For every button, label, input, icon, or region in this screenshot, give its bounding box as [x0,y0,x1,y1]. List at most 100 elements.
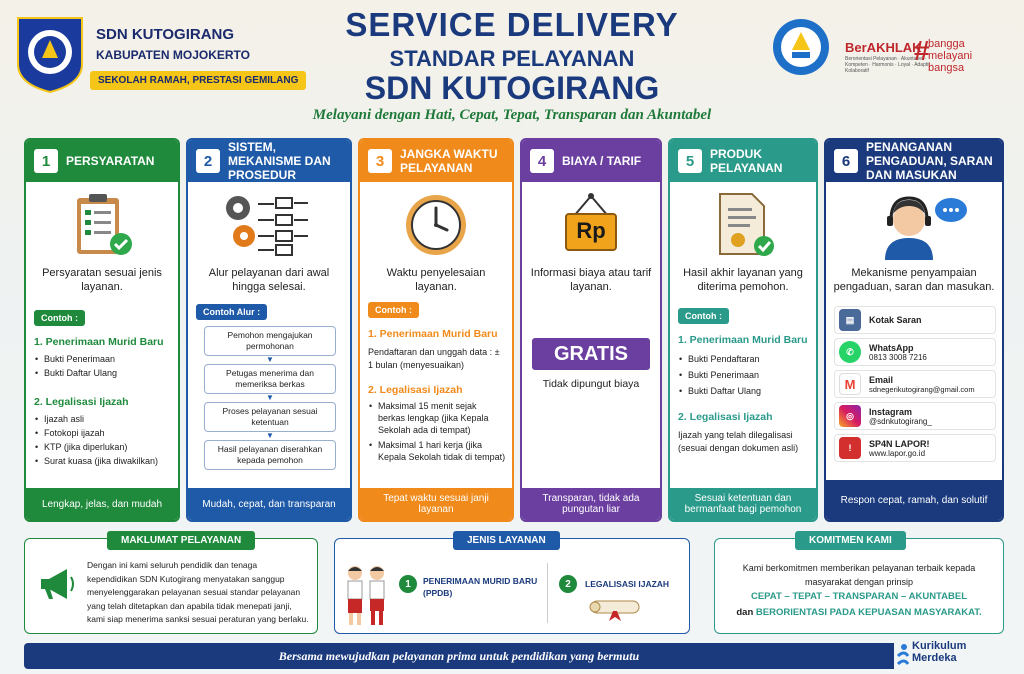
komitmen-text: Kami berkomitmen memberikan pelayanan te… [742,563,976,587]
arrow-down-icon: ▼ [266,431,274,440]
list-item: Maksimal 15 menit sejak berkas lengkap (… [368,400,506,436]
customer-service-icon [885,196,967,260]
list-item: Fotokopi ijazah [34,426,172,440]
diploma-scroll-icon [589,600,640,621]
card-jangka-waktu: 3 JANGKA WAKTU PELAYANAN Waktu penyelesa… [358,138,514,522]
card-persyaratan: 1 PERSYARATAN Persyaratan sesuai jenis l… [24,138,180,522]
title-line2: STANDAR PELAYANAN [389,46,635,71]
school-motto: SEKOLAH RAMAH, PRESTASI GEMILANG [90,71,307,90]
list-item: Ijazah asli [34,412,172,426]
card-body: Contoh : 1. Penerimaan Murid Baru Bukti … [34,308,172,468]
card-footer: Mudah, cepat, dan transparan [188,488,350,520]
card-sistem: 2 SISTEM, MEKANISME DAN PROSEDUR Alur pe… [186,138,352,522]
rp-sign-icon [565,193,617,251]
maklumat-panel: MAKLUMAT PELAYANAN Dengan ini kami selur… [24,531,318,634]
school-logo-icon [17,17,83,94]
card-header: 3 JANGKA WAKTU PELAYANAN [360,140,512,182]
maklumat-title: MAKLUMAT PELAYANAN [107,531,256,550]
bangga-melayani-logo: # bangga melayani bangsa [914,35,973,75]
school-regency: KABUPATEN MOJOKERTO [96,48,251,62]
list-item: Bukti Pendaftaran [678,351,810,367]
gratis-badge: GRATIS [532,338,650,370]
lapor-icon: ! [839,437,861,459]
card-body: Contoh Alur : Pemohon mengajukan permoho… [196,302,342,470]
card-pengaduan: 6 PENANGANAN PENGADUAN, SARAN DAN MASUKA… [824,138,1004,522]
list-item: KTP (jika diperlukan) [34,440,172,454]
clock-icon [406,195,466,255]
card-desc: Informasi biaya atau tarif layanan. [530,267,652,293]
komitmen-values: CEPAT – TEPAT – TRANSPARAN – AKUNTABEL [750,591,968,602]
list-item: Bukti Daftar Ulang [678,383,810,399]
channel-instagram[interactable]: ◎ Instagram@sdnkutogirang_ [834,402,996,430]
jenis-layanan-panel: JENIS LAYANAN 1 PENERIMAAN MURID BARU (P… [334,531,690,634]
certificate-icon [719,193,774,256]
card-desc: Alur pelayanan dari awal hingga selesai. [208,267,330,293]
kurikulum-merdeka-logo: Kurikulum Merdeka [912,640,967,664]
jenis-num-2: 2 [559,575,577,593]
card-biaya: 4 BIAYA / TARIF Rp Informasi biaya atau … [520,138,662,522]
flow-step: Proses pelayanan sesuai ketentuan [204,402,336,432]
gears-flow-icon [226,196,308,256]
rp-sign-label: Rp [576,218,606,243]
tagline: Melayani dengan Hati, Cepat, Tepat, Tran… [312,107,712,123]
maklumat-text: Dengan ini kami seluruh pendidik dan ten… [87,560,309,624]
whatsapp-icon: ✆ [839,341,861,363]
card-footer: Transparan, tidak ada pungutan liar [522,488,660,520]
arrow-down-icon: ▼ [266,355,274,364]
channel-kotak-saran: ▤ Kotak Saran [834,306,996,334]
flow-steps: Pemohon mengajukan permohonan ▼ Petugas … [204,326,336,470]
card-body: Contoh : 1. Penerimaan Murid Baru Bukti … [678,306,810,455]
gmail-icon: M [839,373,861,395]
suggestion-box-icon: ▤ [839,309,861,331]
list-item: Bukti Penerimaan [34,352,172,366]
school-name: SDN KUTOGIRANG [96,26,235,43]
card-desc: Mekanisme penyampaian pengaduan, saran d… [833,267,995,293]
jenis-label-1: PENERIMAAN MURID BARU (PPDB) [423,576,538,598]
channel-lapor[interactable]: ! SP4N LAPOR!www.lapor.go.id [834,434,996,462]
card-header: 2 SISTEM, MEKANISME DAN PROSEDUR [188,140,350,182]
jenis-num-1: 1 [399,575,417,593]
tut-wuri-logo-icon [773,19,829,75]
clipboard-icon [77,194,132,255]
title-line1: SERVICE DELIVERY [345,6,679,43]
arrow-down-icon: ▼ [266,393,274,402]
card-body: Contoh : 1. Penerimaan Murid Baru Pendaf… [368,300,506,463]
jenis-label-2: LEGALISASI IJAZAH [585,579,670,589]
footer-strip: Bersama mewujudkan pelayanan prima untuk… [24,643,894,669]
megaphone-icon [41,569,74,599]
card-footer: Sesuai ketentuan dan bermanfaat bagi pem… [670,488,816,520]
card-desc: Hasil akhir layanan yang diterima pemoho… [683,267,803,293]
header: SDN KUTOGIRANG KABUPATEN MOJOKERTO SEKOL… [0,0,1024,135]
list-1: Bukti Penerimaan Bukti Daftar Ulang [34,352,172,380]
berakhlak-logo: BerAKHLAK [845,40,922,55]
flow-step: Pemohon mengajukan permohonan [204,326,336,356]
instagram-icon: ◎ [839,405,861,427]
divider [547,563,548,623]
list-2: Maksimal 15 menit sejak berkas lengkap (… [368,400,506,463]
berakhlak-subtitle: Berorientasi Pelayanan · Akuntabel · Kom… [845,56,933,74]
list-2: Ijazah asli Fotokopi ijazah KTP (jika di… [34,412,172,468]
gratis-subtitle: Tidak dipungut biaya [542,378,640,390]
kurikulum-merdeka-logo-icon [896,644,910,666]
hash-icon: # [914,35,930,66]
students-icon [347,566,385,625]
flow-step: Petugas menerima dan memeriksa berkas [204,364,336,394]
list-item: Maksimal 1 hari kerja (jika Kepala Sekol… [368,439,506,463]
flow-step: Hasil pelayanan diserahkan kepada pemoho… [204,440,336,470]
komitmen-orientation: dan BERORIENTASI PADA KEPUASAN MASYARAKA… [736,607,982,618]
list-1: Bukti Pendaftaran Bukti Penerimaan Bukti… [678,351,810,399]
list-item: Bukti Daftar Ulang [34,366,172,380]
card-header: 1 PERSYARATAN [26,140,178,182]
card-produk: 5 PRODUK PELAYANAN Hasil akhir layanan y… [668,138,818,522]
card-header: 6 PENANGANAN PENGADUAN, SARAN DAN MASUKA… [826,140,1002,182]
card-desc: Waktu penyelesaian layanan. [386,267,486,293]
card-footer: Lengkap, jelas, dan mudah [26,488,178,520]
card-header: 5 PRODUK PELAYANAN [670,140,816,182]
komitmen-title: KOMITMEN KAMI [795,531,906,550]
jenis-title: JENIS LAYANAN [453,531,560,550]
list-item: Bukti Penerimaan [678,367,810,383]
card-footer: Respon cepat, ramah, dan solutif [826,480,1002,520]
komitmen-panel: KOMITMEN KAMI Kami berkomitmen memberika… [714,531,1004,634]
